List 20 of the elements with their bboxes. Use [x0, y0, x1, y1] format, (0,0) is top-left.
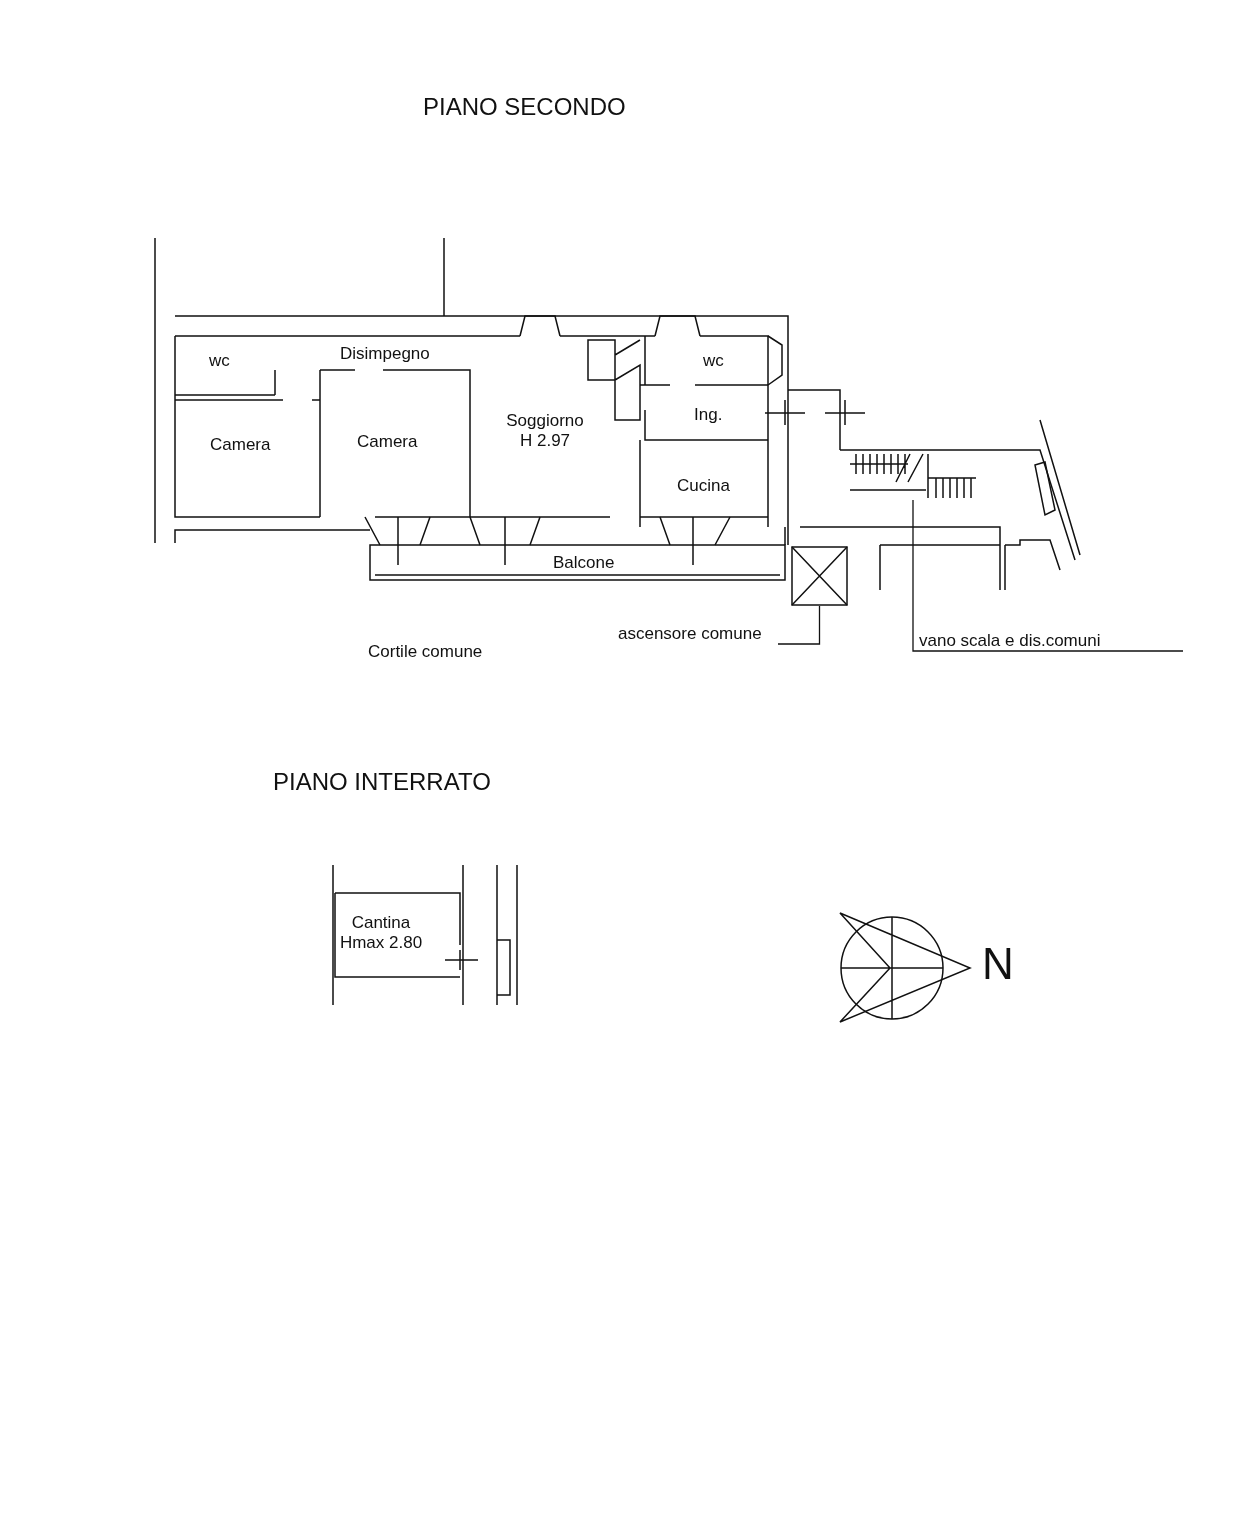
room-label: Camera	[210, 435, 271, 455]
staircase-drawing	[848, 452, 978, 500]
floor-title: PIANO INTERRATO	[273, 768, 491, 796]
room-label: wc	[703, 351, 724, 371]
room-label: Ing.	[694, 405, 723, 425]
leader-line	[777, 605, 821, 645]
room-label: Soggiorno H 2.97	[505, 411, 585, 451]
leader-label: ascensore comune	[618, 624, 778, 644]
room-label: Balcone	[553, 553, 615, 573]
room-label: Disimpegno	[340, 344, 430, 364]
room-label: wc	[209, 351, 230, 371]
elevator-symbol	[791, 546, 848, 606]
room-label: Cantina Hmax 2.80	[338, 913, 424, 953]
area-label: Cortile comune	[368, 642, 483, 662]
room-label: Camera	[357, 432, 418, 452]
room-label: Cucina	[677, 476, 730, 496]
floor-title: PIANO SECONDO	[423, 93, 626, 121]
leader-label: vano scala e dis.comuni	[919, 631, 1119, 651]
north-label: N	[982, 940, 1014, 988]
leader-line	[912, 499, 1184, 652]
